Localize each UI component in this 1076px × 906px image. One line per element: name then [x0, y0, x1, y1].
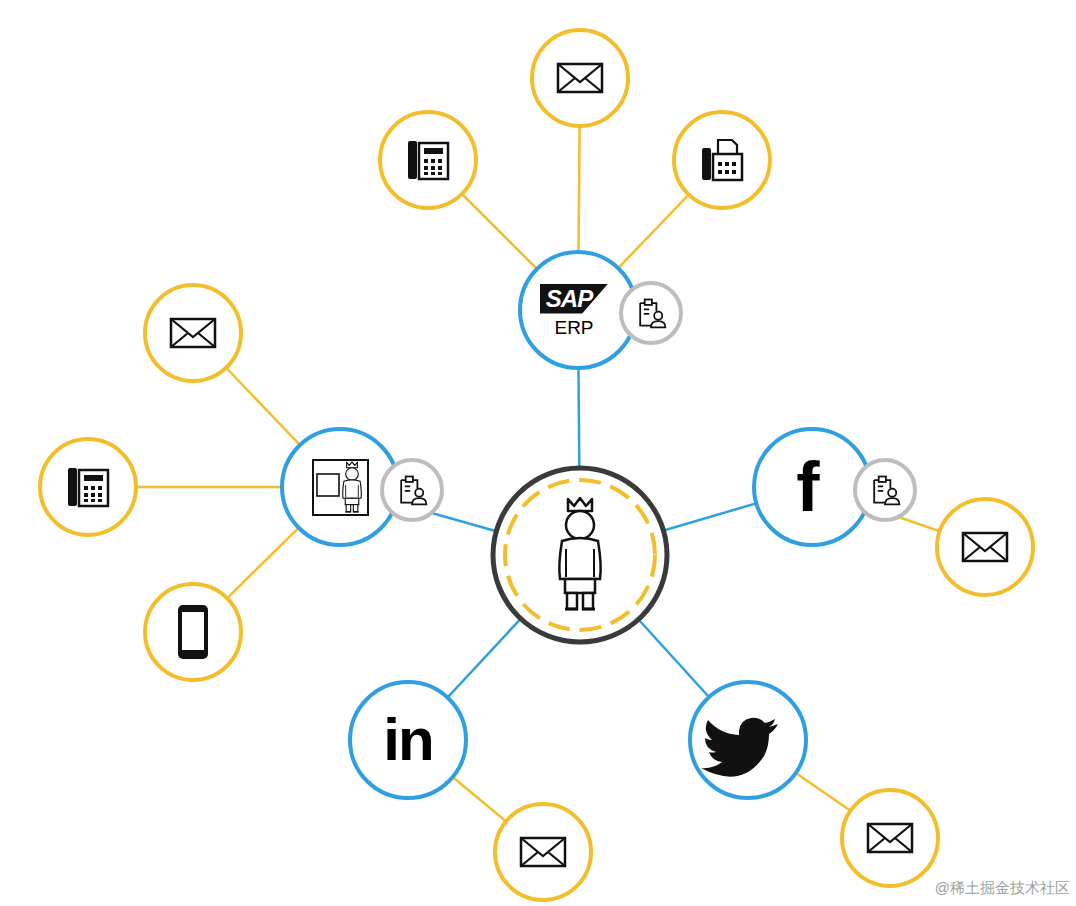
system-name: ERP [554, 318, 593, 337]
sap-logo: SAP [540, 284, 608, 314]
spoke-lines [340, 310, 812, 740]
channel-icons [68, 64, 1007, 866]
leaf-lines [88, 78, 985, 852]
twitter-node [690, 682, 806, 798]
channel-circles [40, 30, 1033, 900]
facebook-logo: f [796, 452, 819, 522]
customer-hub [493, 468, 667, 642]
platform-circle: in [346, 678, 470, 802]
linkedin-logo: in [383, 710, 432, 770]
watermark: @稀土掘金技术社区 [935, 879, 1070, 898]
